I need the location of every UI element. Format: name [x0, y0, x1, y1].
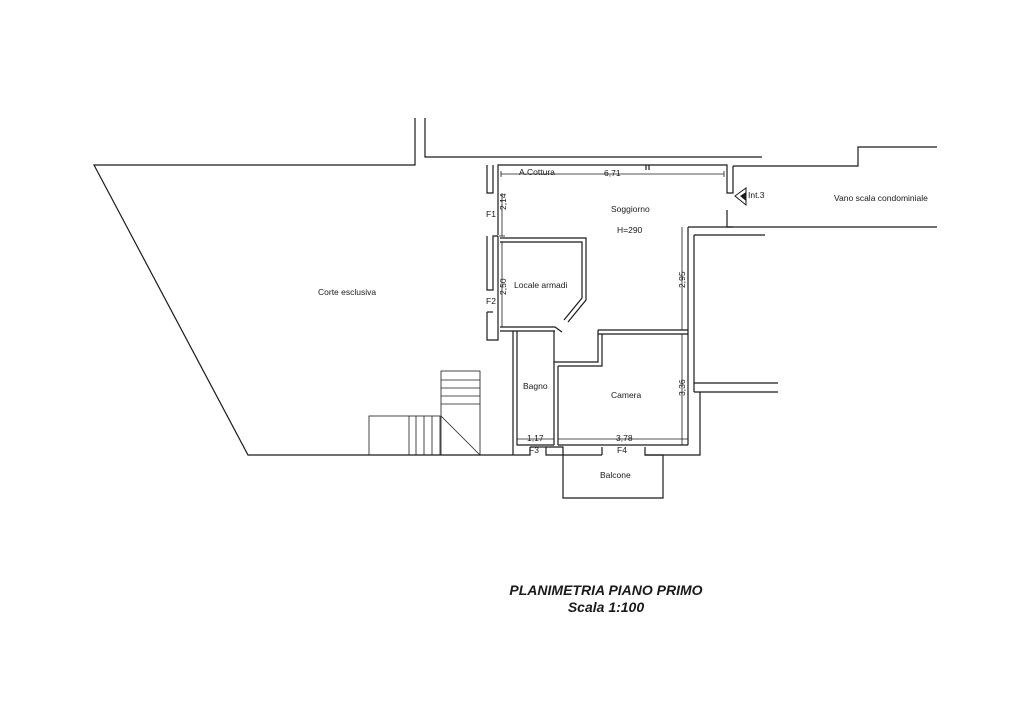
dim-right-upper: 2,95: [677, 271, 687, 288]
courtyard-stairs: [368, 370, 481, 456]
dimension-lines: [499, 171, 725, 445]
int-label: Int.3: [748, 190, 765, 200]
window-f2-label: F2: [486, 296, 496, 306]
dim-bottom-bagno: 1,17: [527, 433, 544, 443]
camera-label: Camera: [611, 390, 642, 400]
interior-walls: [500, 237, 688, 456]
courtyard-outline: [93, 118, 513, 456]
window-f4-label: F4: [617, 445, 627, 455]
balcony: [562, 447, 664, 499]
dim-right-lower: 3,36: [677, 379, 687, 396]
plan-scale: Scala 1:100: [568, 599, 644, 615]
armadi-label: Locale armadi: [514, 280, 568, 290]
bagno-label: Bagno: [523, 381, 548, 391]
apartment-walls: [486, 164, 734, 456]
neighbor-walls: [424, 118, 937, 393]
window-f3-label: F3: [529, 445, 539, 455]
entrance-marker: [734, 187, 747, 207]
vano-label: Vano scala condominiale: [834, 193, 928, 203]
corte-label: Corte esclusiva: [318, 287, 376, 297]
cottura-label: A.Cottura: [519, 167, 555, 177]
dim-left-upper: 2,14: [498, 193, 508, 210]
plan-title: PLANIMETRIA PIANO PRIMO: [509, 582, 702, 598]
height-label: H=290: [617, 225, 643, 235]
dim-left-lower: 2,50: [498, 278, 508, 295]
balcone-label: Balcone: [600, 470, 631, 480]
dim-bottom-camera: 3,78: [616, 433, 633, 443]
soggiorno-label: Soggiorno: [611, 204, 650, 214]
dim-top-width: 6,71: [604, 168, 621, 178]
window-f1-label: F1: [486, 209, 496, 219]
